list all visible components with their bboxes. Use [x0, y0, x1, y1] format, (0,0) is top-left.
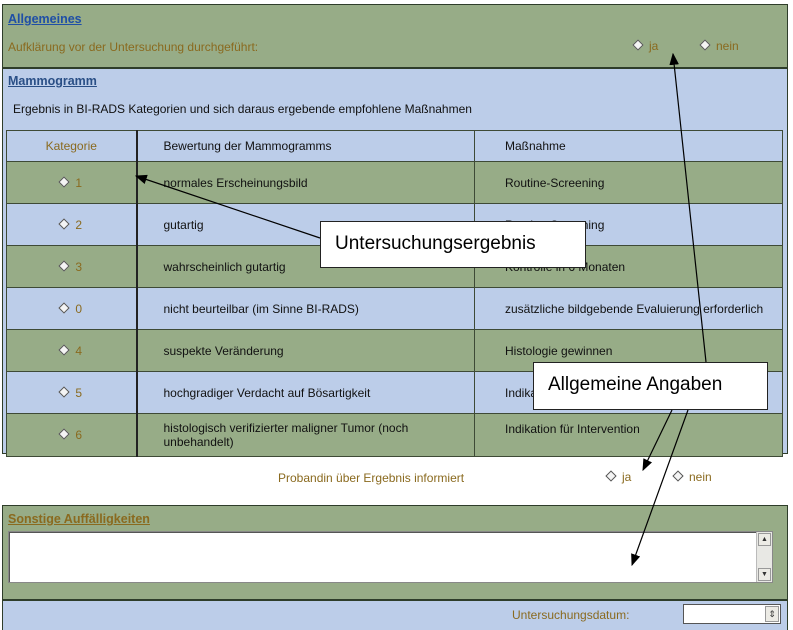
aufklaerung-nein-radio[interactable]: nein: [699, 39, 739, 53]
radio-diamond-icon: [605, 470, 617, 482]
table-row: 1 normales Erscheinungsbild Routine-Scre…: [6, 161, 783, 204]
aufklaerung-ja-radio[interactable]: ja: [632, 39, 659, 53]
radio-diamond-icon: [58, 217, 71, 230]
header-kategorie: Kategorie: [6, 130, 138, 162]
radio-diamond-icon: [58, 428, 71, 440]
bewertung-cell: suspekte Veränderung: [136, 329, 475, 372]
radio-label: ja: [649, 39, 659, 53]
massnahme-cell: zusätzliche bildgebende Evaluierung erfo…: [474, 287, 783, 330]
kategorie-value: 5: [75, 385, 83, 400]
scroll-up-icon[interactable]: ▲: [758, 533, 771, 546]
datum-label: Untersuchungsdatum:: [512, 608, 630, 622]
kategorie-value: 2: [75, 217, 83, 232]
informiert-nein-radio[interactable]: nein: [672, 470, 712, 484]
radio-diamond-icon: [58, 343, 71, 356]
allgemeines-title[interactable]: Allgemeines: [8, 12, 82, 26]
kategorie-value: 4: [75, 343, 83, 358]
callout-allgemeine-angaben: Allgemeine Angaben: [533, 362, 768, 410]
radio-diamond-icon: [672, 470, 684, 482]
mammogramm-title[interactable]: Mammogramm: [8, 74, 97, 88]
kategorie-radio[interactable]: 2: [6, 203, 138, 246]
mammogramm-subtitle: Ergebnis in BI-RADS Kategorien und sich …: [13, 102, 472, 116]
textarea-scrollbar[interactable]: ▲ ▼: [756, 532, 772, 582]
kategorie-radio[interactable]: 6: [6, 413, 138, 457]
kategorie-radio[interactable]: 5: [6, 371, 138, 414]
informiert-label: Probandin über Ergebnis informiert: [278, 471, 465, 485]
datum-section: [2, 600, 788, 630]
massnahme-cell: Indikation für Intervention: [474, 413, 783, 457]
bewertung-cell: hochgradiger Verdacht auf Bösartigkeit: [136, 371, 475, 414]
radio-diamond-icon: [58, 385, 71, 398]
bewertung-cell: nicht beurteilbar (im Sinne BI-RADS): [136, 287, 475, 330]
radio-label: nein: [689, 470, 712, 484]
table-row: 0 nicht beurteilbar (im Sinne BI-RADS) z…: [6, 287, 783, 330]
kategorie-value: 0: [75, 301, 83, 316]
sonstige-title[interactable]: Sonstige Auffälligkeiten: [8, 512, 150, 526]
kategorie-radio[interactable]: 4: [6, 329, 138, 372]
radio-diamond-icon: [58, 175, 71, 188]
header-massnahme: Maßnahme: [474, 130, 783, 162]
bewertung-cell: normales Erscheinungsbild: [136, 161, 475, 204]
radio-diamond-icon: [632, 39, 644, 51]
sonstige-textarea[interactable]: ▲ ▼: [8, 531, 773, 583]
kategorie-radio[interactable]: 3: [6, 245, 138, 288]
radio-diamond-icon: [58, 301, 71, 314]
massnahme-cell: Routine-Screening: [474, 161, 783, 204]
informiert-ja-radio[interactable]: ja: [605, 470, 632, 484]
radio-diamond-icon: [699, 39, 711, 51]
kategorie-value: 6: [75, 428, 83, 442]
bewertung-cell: histologisch verifizierter maligner Tumo…: [136, 413, 475, 457]
kategorie-radio[interactable]: 0: [6, 287, 138, 330]
table-row: 6 histologisch verifizierter maligner Tu…: [6, 413, 783, 457]
radio-label: ja: [622, 470, 632, 484]
spin-icon[interactable]: ⇕: [765, 606, 779, 622]
kategorie-radio[interactable]: 1: [6, 161, 138, 204]
table-header-row: Kategorie Bewertung der Mammogramms Maßn…: [6, 130, 783, 162]
radio-diamond-icon: [58, 259, 71, 272]
kategorie-value: 1: [75, 175, 83, 190]
callout-untersuchungsergebnis: Untersuchungsergebnis: [320, 221, 586, 268]
header-bewertung: Bewertung der Mammogramms: [136, 130, 475, 162]
aufklaerung-label: Aufklärung vor der Untersuchung durchgef…: [8, 40, 259, 54]
kategorie-value: 3: [75, 259, 83, 274]
datum-input[interactable]: ⇕: [683, 604, 781, 624]
scroll-down-icon[interactable]: ▼: [758, 568, 771, 581]
allgemeines-section: [2, 4, 788, 68]
radio-label: nein: [716, 39, 739, 53]
